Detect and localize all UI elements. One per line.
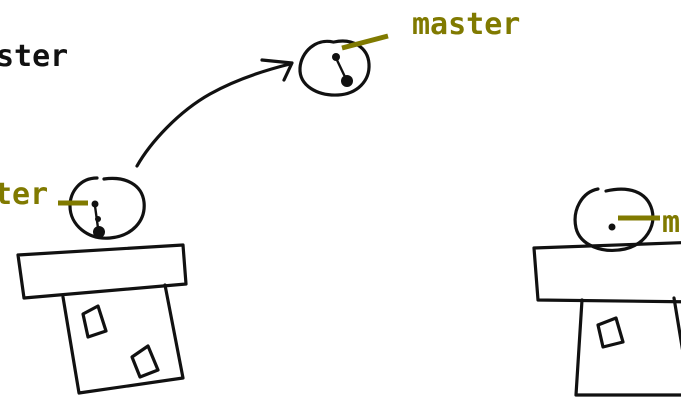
left-developer-pocket-lower bbox=[132, 346, 158, 377]
left-commit-node-bottom bbox=[93, 226, 105, 238]
left-commit-node-middle bbox=[95, 216, 101, 222]
left-commit-node-top bbox=[92, 201, 99, 208]
top-left-branch-label: ster bbox=[0, 39, 68, 74]
remote-repository: master bbox=[300, 7, 520, 95]
left-developer-arms bbox=[18, 245, 186, 298]
left-developer-head bbox=[70, 178, 144, 238]
push-arrow bbox=[137, 60, 292, 166]
remote-commit-bubble bbox=[300, 41, 369, 95]
right-branch-label: m bbox=[662, 205, 680, 240]
right-developer-pocket bbox=[598, 318, 623, 347]
remote-commit-node-bottom bbox=[341, 75, 353, 87]
remote-branch-label: master bbox=[412, 7, 520, 42]
left-developer-body bbox=[63, 285, 183, 393]
remote-commit-node-top bbox=[332, 53, 340, 61]
right-commit-node bbox=[609, 224, 616, 231]
right-developer-body bbox=[576, 298, 681, 395]
push-arrow-curve bbox=[137, 64, 290, 166]
left-developer: ter bbox=[0, 177, 186, 393]
left-branch-label: ter bbox=[0, 177, 48, 212]
left-developer-pocket-upper bbox=[83, 306, 106, 337]
right-developer: m bbox=[534, 189, 681, 395]
